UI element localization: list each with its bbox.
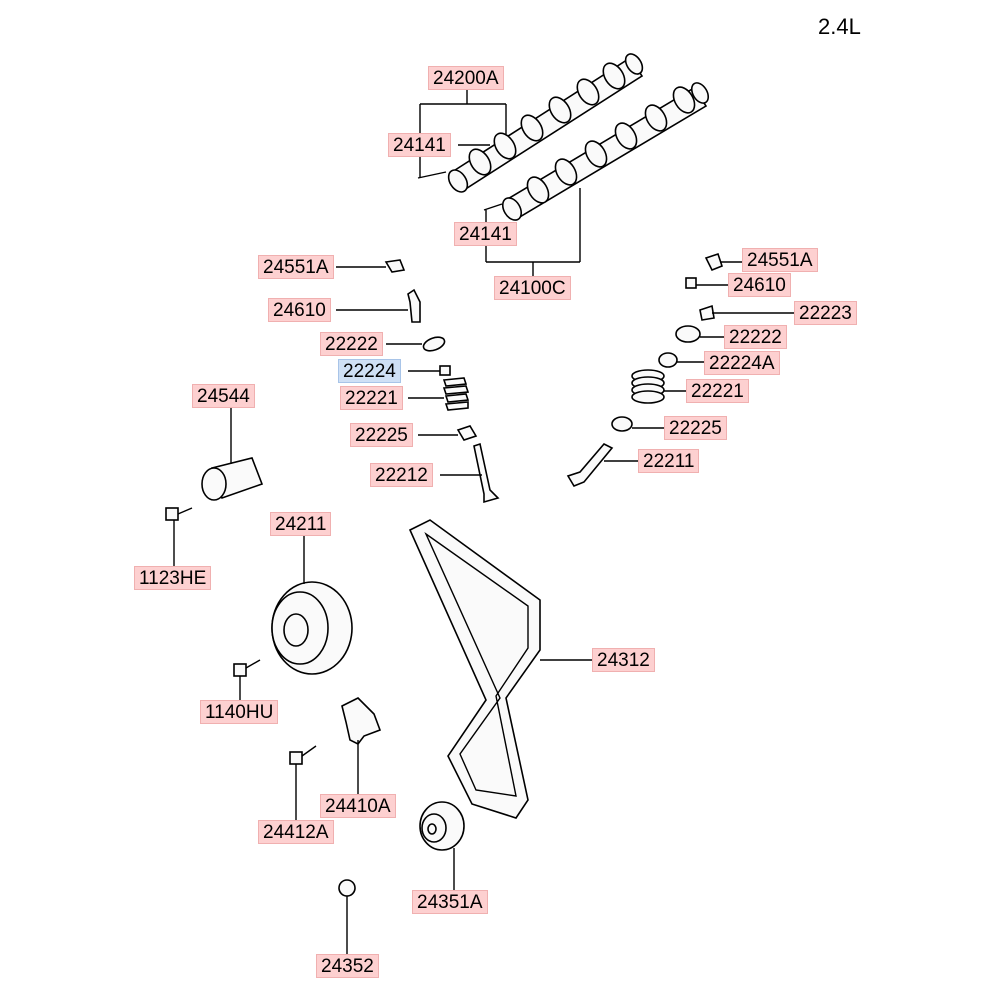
callout-22223[interactable]: 22223 [794,301,857,325]
callout-24100C[interactable]: 24100C [494,276,571,300]
seal-22224 [439,365,451,376]
callout-24312[interactable]: 24312 [592,648,655,672]
callout-24551A-left[interactable]: 24551A [258,255,334,279]
callout-22225-left[interactable]: 22225 [350,423,413,447]
callout-24412A[interactable]: 24412A [258,820,334,844]
spring-22221-r [631,369,665,404]
callout-22222-left[interactable]: 22222 [320,332,383,356]
valve-group-right [566,252,794,487]
seal-22224A [658,352,678,368]
spring-22221 [442,377,470,411]
bolt-24412A [289,745,317,820]
callout-1140HU[interactable]: 1140HU [200,700,279,724]
leaders-camshaft [419,88,581,276]
callout-24551A-right[interactable]: 24551A [742,248,818,272]
tensioner-24544 [201,408,264,501]
callout-24544[interactable]: 24544 [192,384,255,408]
adjuster-24610-r [685,277,697,289]
callout-22221-right[interactable]: 22221 [686,379,749,403]
callout-22224[interactable]: 22224 [338,359,401,383]
valve-22211 [566,443,614,487]
callout-22222-right[interactable]: 22222 [724,325,787,349]
camshaft-lower[interactable] [499,80,712,223]
rocker-clip-24551A [384,259,406,273]
keeper-22223 [699,304,715,321]
callout-22225-right[interactable]: 22225 [664,416,727,440]
engine-label: 2.4L [818,14,861,39]
valve-group-left [336,259,500,504]
pin-24141-lower [483,203,503,211]
seat-22225 [456,425,478,441]
callout-22221-left[interactable]: 22221 [340,386,403,410]
callout-24351A[interactable]: 24351A [412,890,488,914]
pin-24141-upper [417,171,447,179]
crank-sprocket-24351A [419,801,465,890]
callout-24141-a[interactable]: 24141 [388,133,451,157]
rocker-clip-24551A-r [704,252,723,272]
bolt-1140HU [233,659,261,700]
callout-24610-right[interactable]: 24610 [728,273,791,297]
adjuster-24610 [407,288,421,323]
callout-24200A[interactable]: 24200A [428,66,504,90]
callout-22211[interactable]: 22211 [638,449,700,473]
callout-24141-b[interactable]: 24141 [454,222,517,246]
cam-sprocket-24211 [271,536,353,675]
camshaft-upper[interactable] [445,51,646,195]
callout-24352[interactable]: 24352 [316,954,379,978]
retainer-22222 [422,336,446,352]
valve-22212 [473,442,500,504]
callout-24211[interactable]: 24211 [270,512,332,536]
seat-22225-r [611,416,633,432]
washer-24352 [338,879,356,954]
callout-24410A[interactable]: 24410A [320,794,396,818]
callout-1123HE[interactable]: 1123HE [134,566,212,590]
timing-belt-24312 [408,519,592,819]
callout-22212[interactable]: 22212 [370,463,433,487]
retainer-22222-r [675,325,701,343]
callout-24610-left[interactable]: 24610 [268,298,331,322]
bracket-24410A [341,697,382,794]
callout-22224A[interactable]: 22224A [704,351,780,375]
bolt-1123HE [165,507,193,566]
